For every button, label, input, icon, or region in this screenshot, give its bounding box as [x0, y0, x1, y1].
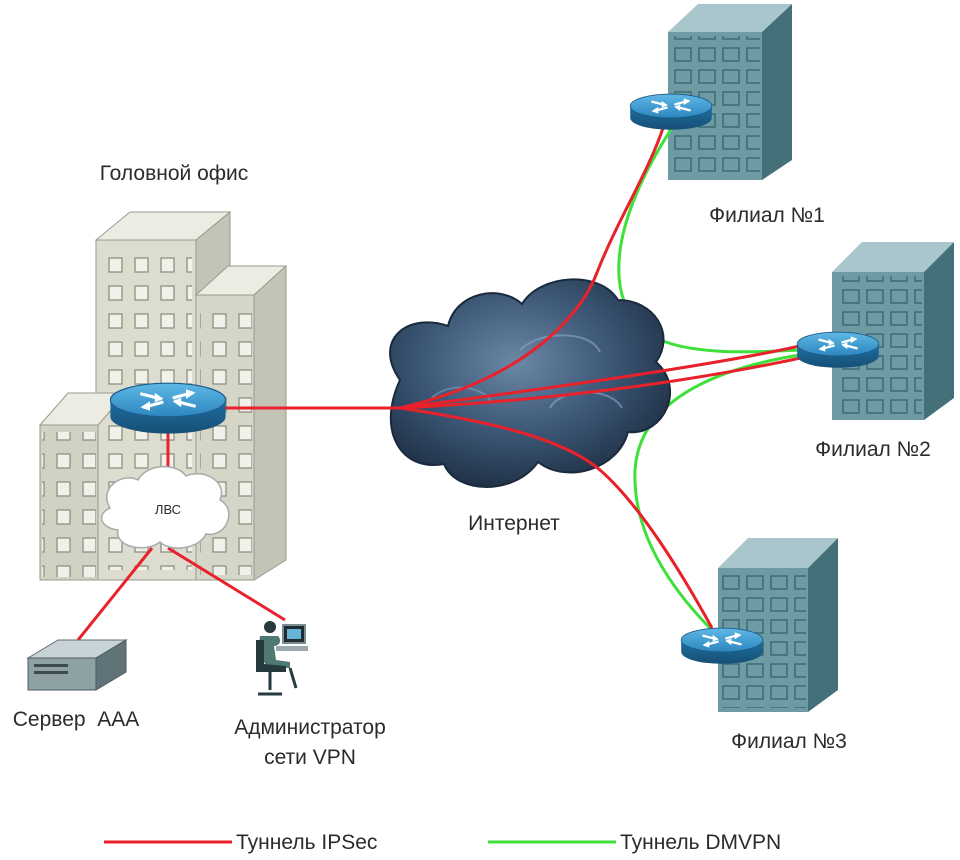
- ipsec-tunnels: [76, 121, 811, 641]
- head-office-router-icon: [108, 381, 228, 436]
- aaa-server-icon: [26, 639, 128, 691]
- branch1-building-icon: [668, 4, 792, 180]
- label-branch1: Филиал №1: [709, 204, 825, 227]
- label-admin-line1: Администратор: [234, 716, 386, 739]
- branch3-router-icon: [680, 626, 764, 665]
- branch3-building-icon: [718, 538, 838, 712]
- legend: Туннель IPSec Туннель DMVPN: [104, 831, 781, 854]
- legend-ipsec-label: Туннель IPSec: [236, 831, 377, 854]
- branch1-router-icon: [629, 92, 713, 131]
- label-head-office: Головной офис: [100, 162, 249, 185]
- lan-cloud-icon: [100, 465, 230, 549]
- label-branch3: Филиал №3: [731, 730, 847, 753]
- label-lan: ЛВС: [155, 502, 181, 517]
- label-branch2: Филиал №2: [815, 438, 931, 461]
- ipsec-tunnel-branch2b: [399, 354, 811, 410]
- admin-workstation-icon: [256, 621, 308, 696]
- lan-link-admin: [167, 546, 286, 622]
- dmvpn-tunnel-branch2-branch3: [633, 348, 839, 642]
- ipsec-tunnel-branch2: [399, 344, 801, 410]
- label-internet: Интернет: [468, 512, 560, 535]
- internet-cloud-icon: [389, 278, 672, 488]
- legend-dmvpn-label: Туннель DMVPN: [620, 831, 781, 854]
- lan-link-aaa-server: [76, 547, 154, 641]
- label-aaa-server: Сервер ААА: [13, 708, 140, 731]
- ipsec-tunnel-branch1: [399, 121, 667, 410]
- branch2-router-icon: [796, 330, 880, 369]
- ipsec-tunnel-branch3: [399, 406, 714, 629]
- branch2-building-icon: [832, 242, 954, 420]
- label-admin-line2: сети VPN: [264, 746, 356, 769]
